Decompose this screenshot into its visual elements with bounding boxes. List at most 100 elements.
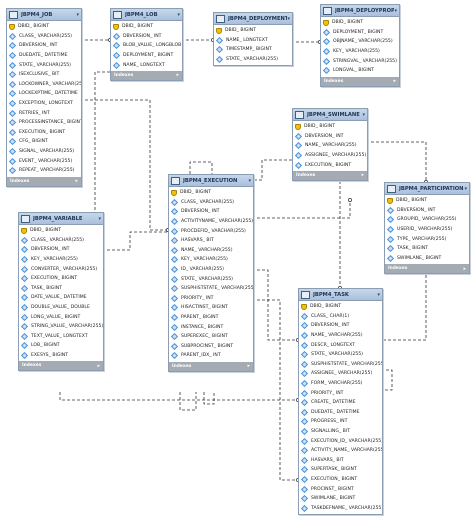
column-row[interactable]: PRIORITY_ INT <box>169 294 253 304</box>
expand-arrow-icon[interactable]: ▸ <box>75 178 78 184</box>
collapse-arrow-icon[interactable]: ▾ <box>248 177 251 184</box>
column-row[interactable]: CFG_ BIGINT <box>7 137 81 147</box>
table-header[interactable]: JBPM4_LOB▾ <box>111 9 182 21</box>
column-row[interactable]: DBID_ BIGINT <box>169 188 253 198</box>
collapse-arrow-icon[interactable]: ▾ <box>76 11 79 18</box>
column-row[interactable]: DUEDATE_ DATETIME <box>299 408 382 418</box>
column-row[interactable]: EVENT_ VARCHAR(255) <box>7 156 81 166</box>
column-row[interactable]: DBVERSION_ INT <box>111 32 182 42</box>
column-row[interactable]: HASVARS_ BIT <box>299 456 382 466</box>
column-row[interactable]: OBJNAME_ VARCHAR(255) <box>321 37 399 47</box>
column-row[interactable]: DOUBLE_VALUE_ DOUBLE <box>19 303 103 313</box>
column-row[interactable]: DBID_ BIGINT <box>321 18 399 28</box>
column-row[interactable]: CLASS_ VARCHAR(255) <box>169 198 253 208</box>
column-row[interactable]: USERID_ VARCHAR(255) <box>385 225 469 235</box>
column-row[interactable]: DEPLOYMENT_ BIGINT <box>111 51 182 61</box>
column-row[interactable]: ISEXCLUSIVE_ BIT <box>7 70 81 80</box>
column-row[interactable]: SUPERTASK_ BIGINT <box>299 465 382 475</box>
column-row[interactable]: STATE_ VARCHAR(255) <box>214 55 292 65</box>
column-row[interactable]: ASSIGNEE_ VARCHAR(255) <box>299 369 382 379</box>
collapse-arrow-icon[interactable]: ▾ <box>177 11 180 18</box>
column-row[interactable]: STATE_ VARCHAR(255) <box>169 274 253 284</box>
column-row[interactable]: DATE_VALUE_ DATETIME <box>19 293 103 303</box>
column-row[interactable]: KEY_ VARCHAR(255) <box>19 255 103 265</box>
indexes-footer[interactable]: Indexes▸ <box>111 70 182 80</box>
table-header[interactable]: JBPM4_PARTICIPATION▾ <box>385 183 469 195</box>
column-row[interactable]: DBID_ BIGINT <box>299 302 382 312</box>
column-row[interactable]: DBID_ BIGINT <box>19 226 103 236</box>
column-row[interactable]: DBID_ BIGINT <box>111 22 182 32</box>
column-row[interactable]: DBVERSION_ INT <box>385 206 469 216</box>
column-row[interactable]: ID_ VARCHAR(255) <box>169 265 253 275</box>
column-row[interactable]: TASK_ BIGINT <box>19 284 103 294</box>
column-row[interactable]: PARENT_ BIGINT <box>169 313 253 323</box>
column-row[interactable]: DBVERSION_ INT <box>293 132 367 142</box>
column-row[interactable]: SIGNAL_ VARCHAR(255) <box>7 147 81 157</box>
column-row[interactable]: EXCEPTION_ LONGTEXT <box>7 99 81 109</box>
column-row[interactable]: CLASS_ CHAR(1) <box>299 312 382 322</box>
column-row[interactable]: KEY_ VARCHAR(255) <box>321 47 399 57</box>
column-row[interactable]: DBID_ BIGINT <box>385 196 469 206</box>
column-row[interactable]: CLASS_ VARCHAR(255) <box>19 236 103 246</box>
indexes-footer[interactable]: Indexes▸ <box>7 176 81 186</box>
column-row[interactable]: TIMESTAMP_ BIGINT <box>214 45 292 55</box>
column-row[interactable]: DBVERSION_ INT <box>19 245 103 255</box>
column-row[interactable]: GROUPID_ VARCHAR(255) <box>385 215 469 225</box>
column-row[interactable]: STRINGVAL_ VARCHAR(255) <box>321 56 399 66</box>
column-row[interactable]: TASKDEFNAME_ VARCHAR(255) <box>299 503 382 513</box>
column-row[interactable]: EXECUTION_ BIGINT <box>293 160 367 170</box>
column-row[interactable]: TEXT_VALUE_ LONGTEXT <box>19 332 103 342</box>
collapse-arrow-icon[interactable]: ▾ <box>98 215 101 222</box>
column-row[interactable]: PROCESSINSTANCE_ BIGINT <box>7 118 81 128</box>
column-row[interactable]: SWIMLANE_ BIGINT <box>299 494 382 504</box>
column-row[interactable]: RETRIES_ INT <box>7 108 81 118</box>
column-row[interactable]: SUSPHISTSTATE_ VARCHAR(255) <box>169 284 253 294</box>
column-row[interactable]: EXESYS_ BIGINT <box>19 351 103 361</box>
expand-arrow-icon[interactable]: ▸ <box>97 362 100 369</box>
column-row[interactable]: KEY_ VARCHAR(255) <box>169 255 253 265</box>
column-row[interactable]: DESCR_ LONGTEXT <box>299 340 382 350</box>
expand-arrow-icon[interactable]: ▸ <box>463 265 466 272</box>
expand-arrow-icon[interactable]: ▸ <box>393 78 396 85</box>
column-row[interactable]: DUEDATE_ DATETIME <box>7 51 81 61</box>
column-row[interactable]: LOCKEXPTIME_ DATETIME <box>7 89 81 99</box>
table-header[interactable]: JBPM4_SWIMLANE▾ <box>293 109 367 121</box>
column-row[interactable]: PROCINST_ BIGINT <box>299 484 382 494</box>
column-row[interactable]: EXECUTION_ID_ VARCHAR(255) <box>299 436 382 446</box>
indexes-footer[interactable]: Indexes▸ <box>169 361 253 371</box>
column-row[interactable]: DBID_ BIGINT <box>214 26 292 36</box>
indexes-footer[interactable]: Indexes▸ <box>19 361 103 371</box>
indexes-footer[interactable]: Indexes▸ <box>321 76 399 86</box>
column-row[interactable]: NAME_ LONGTEXT <box>111 60 182 70</box>
column-row[interactable]: TASK_ BIGINT <box>385 244 469 254</box>
table-header[interactable]: JBPM4_JOB▾ <box>7 9 81 21</box>
column-row[interactable]: EXECUTION_ BIGINT <box>299 475 382 485</box>
column-row[interactable]: CONVERTER_ VARCHAR(255) <box>19 264 103 274</box>
column-row[interactable]: NAME_ VARCHAR(255) <box>293 141 367 151</box>
column-row[interactable]: LONGVAL_ BIGINT <box>321 66 399 76</box>
column-row[interactable]: FORM_ VARCHAR(255) <box>299 379 382 389</box>
collapse-arrow-icon[interactable]: ▾ <box>464 185 467 192</box>
column-row[interactable]: ACTIVITYNAME_ VARCHAR(255) <box>169 217 253 227</box>
column-row[interactable]: SUPEREXEC_ BIGINT <box>169 332 253 342</box>
table-header[interactable]: JBPM4_DEPLOYMENT▾ <box>214 13 292 25</box>
column-row[interactable]: EXECUTION_ BIGINT <box>7 128 81 138</box>
column-row[interactable]: NAME_ VARCHAR(255) <box>169 246 253 256</box>
column-row[interactable]: PRIORITY_ INT <box>299 388 382 398</box>
expand-arrow-icon[interactable]: ▸ <box>176 72 179 79</box>
column-row[interactable]: DBVERSION_ INT <box>299 321 382 331</box>
collapse-arrow-icon[interactable]: ▾ <box>362 111 365 118</box>
column-row[interactable]: DBID_ BIGINT <box>293 122 367 132</box>
column-row[interactable]: LOCKOWNER_ VARCHAR(255) <box>7 80 81 90</box>
column-row[interactable]: HISACTINST_ BIGINT <box>169 303 253 313</box>
collapse-arrow-icon[interactable]: ▾ <box>377 291 380 298</box>
table-header[interactable]: JBPM4_DEPLOYPROP▾ <box>321 5 399 17</box>
column-row[interactable]: REPEAT_ VARCHAR(255) <box>7 166 81 176</box>
